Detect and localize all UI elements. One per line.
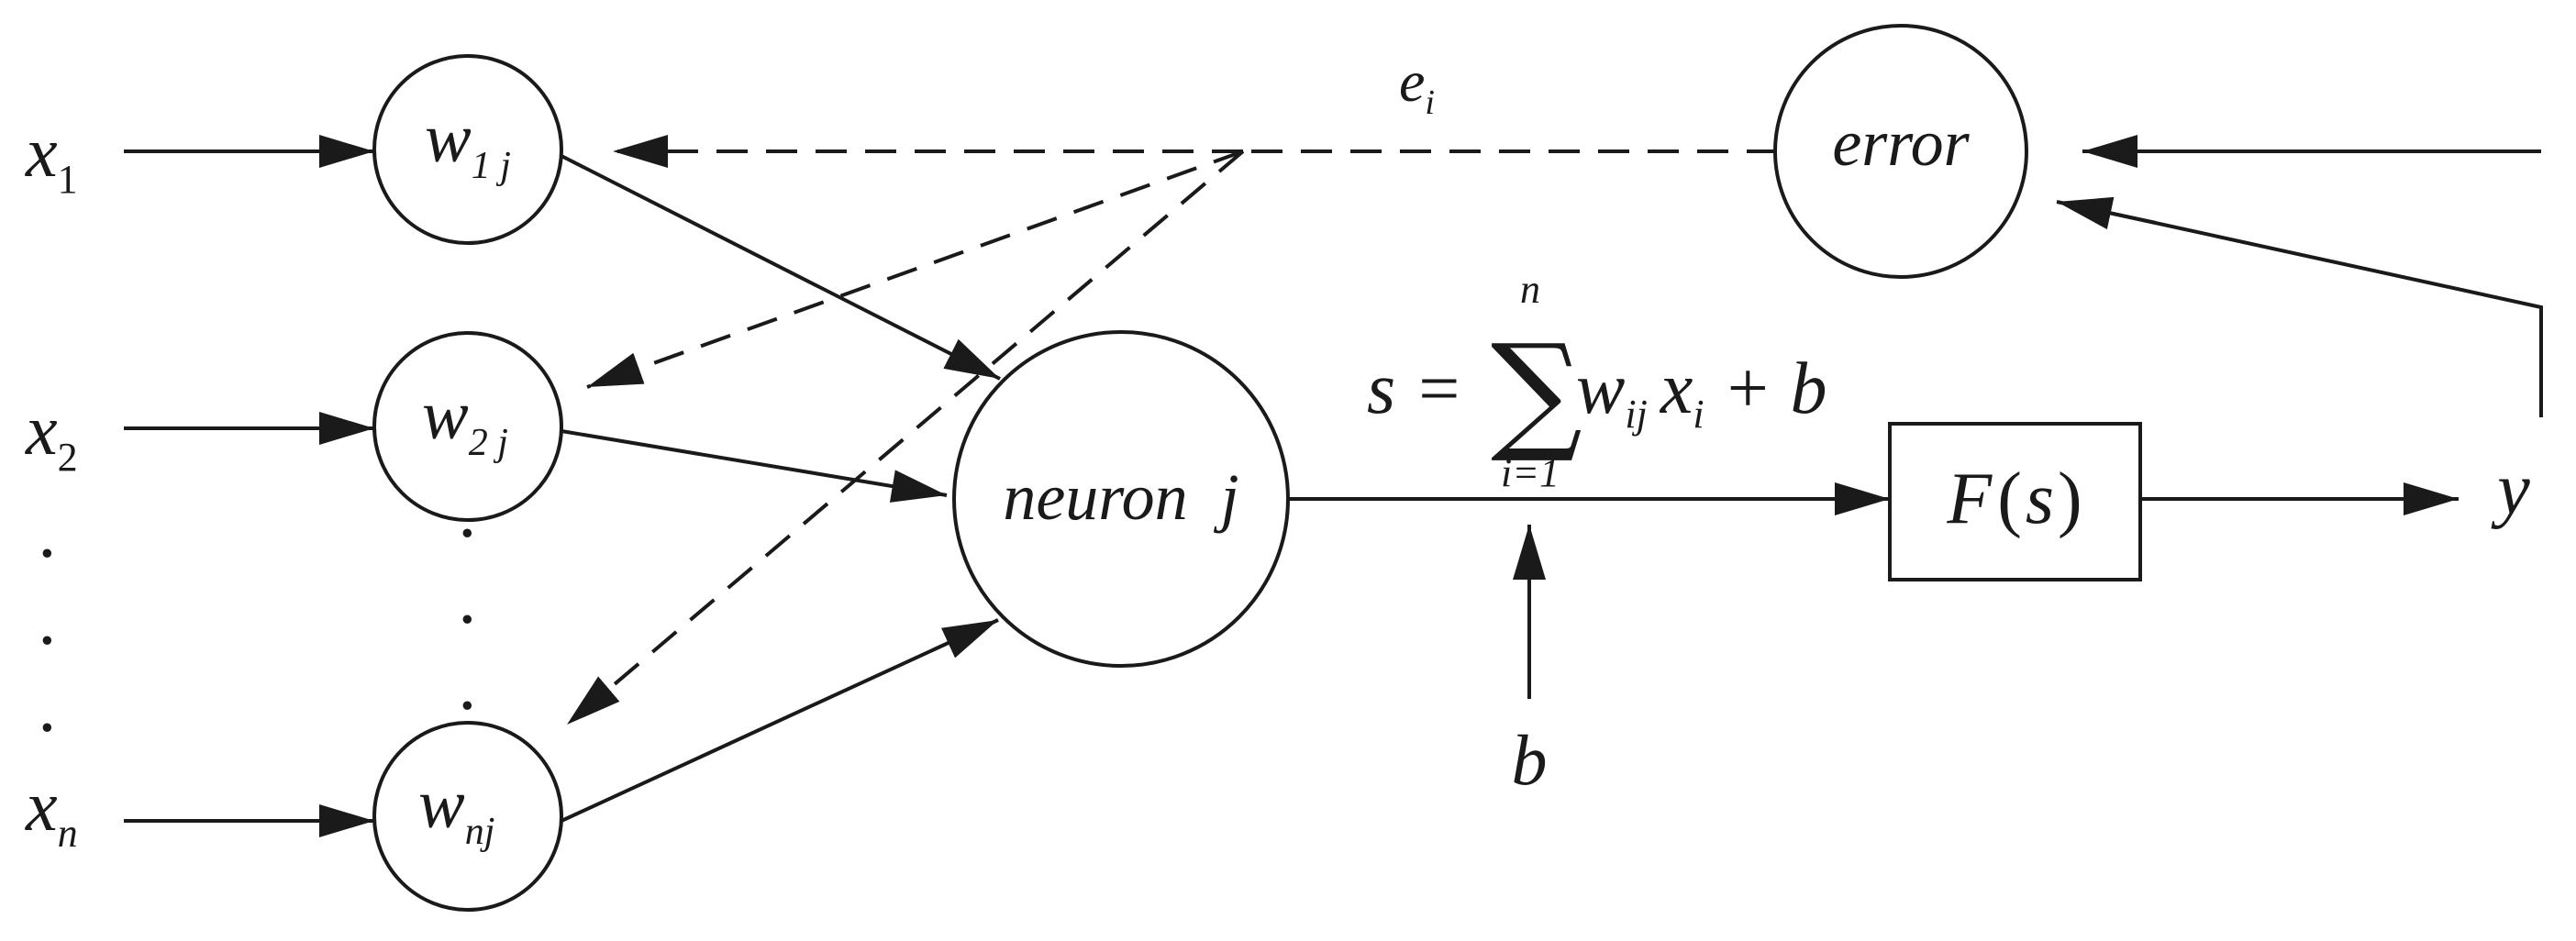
- input-label-xn: xn: [25, 766, 78, 856]
- weight-ellipsis-dot-2: ·: [455, 580, 480, 660]
- formula-term-w-sub: ij: [1625, 392, 1647, 437]
- input-x2-sub: 2: [58, 435, 78, 480]
- weight-node-n: [372, 721, 563, 912]
- input-ellipsis-dot-2: ·: [35, 601, 60, 681]
- formula-lhs: s =: [1367, 349, 1482, 429]
- input-x2-base: x: [25, 390, 58, 470]
- weight-w1-sub: 1 j: [472, 145, 511, 187]
- activation-rparen: ): [2058, 459, 2082, 539]
- input-label-x1: x1: [25, 112, 78, 202]
- input-xn-sub: n: [58, 811, 78, 856]
- weight-to-neuron-arrow-n: [561, 618, 999, 823]
- weight-wn-base: w: [418, 766, 465, 843]
- formula-term-x: x: [1660, 349, 1693, 429]
- weight-node-1: [372, 54, 563, 245]
- formula-term-x-sub: i: [1693, 392, 1704, 437]
- weight-label-w1: w1 j: [425, 100, 511, 187]
- input-ellipsis-dot-3: ·: [35, 688, 60, 769]
- input-label-x2: x2: [25, 390, 78, 480]
- weight-w1-base: w: [425, 100, 472, 177]
- activation-lparen: (: [1997, 459, 2022, 539]
- weight-to-neuron-arrow-2: [561, 429, 948, 503]
- activation-box: [1888, 422, 2142, 581]
- activation-label: F(s): [1946, 459, 2082, 539]
- weight-label-wn: wnj: [418, 766, 494, 853]
- error-signal-label: ei: [1399, 49, 1435, 122]
- weight-ellipsis-dot-1: ·: [455, 493, 480, 574]
- weight-wn-sub: nj: [465, 811, 495, 853]
- weight-label-w2: w2 j: [422, 377, 508, 464]
- weight-ellipsis-dot-3: ·: [455, 666, 480, 747]
- formula-tail: + b: [1704, 349, 1827, 429]
- neuron-label: neuron j: [1003, 460, 1238, 534]
- formula-sigma-upper: n: [1520, 267, 1540, 312]
- formula-sigma: ∑: [1491, 317, 1582, 467]
- output-feedback-arrowhead: [2056, 196, 2157, 230]
- output-feedback-line: [2100, 209, 2543, 417]
- activation-f: F: [1946, 459, 1993, 539]
- bias-label: b: [1512, 720, 1548, 800]
- input-x1-sub: 1: [58, 157, 78, 202]
- weight-w2-sub: 2 j: [469, 422, 508, 464]
- error-label: error: [1832, 106, 1970, 180]
- error-signal-sub: i: [1425, 83, 1435, 122]
- input-ellipsis-dot-1: ·: [35, 514, 60, 594]
- feedback-dashed-to-w2: [586, 149, 1244, 389]
- weight-node-2: [372, 331, 563, 522]
- formula-term-w: w: [1576, 349, 1625, 429]
- weight-to-neuron-arrow-1: [561, 154, 1001, 381]
- activation-arg: s: [2026, 459, 2054, 539]
- input-xn-base: x: [25, 766, 58, 846]
- error-signal-base: e: [1399, 49, 1425, 114]
- error-node: [1773, 24, 2028, 279]
- output-label: y: [2491, 449, 2530, 530]
- weight-w2-base: w: [422, 377, 469, 454]
- formula-sigma-lower: i=1: [1501, 450, 1560, 495]
- input-x1-base: x: [25, 112, 58, 192]
